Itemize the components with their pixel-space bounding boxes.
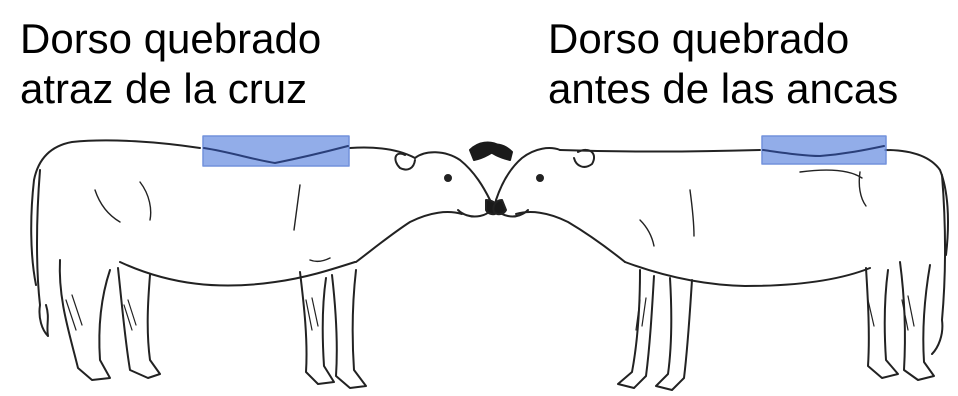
caption-left-line2: atraz de la cruz [20,65,308,112]
left-cow-rear-leg-inner [117,267,161,379]
left-cow-ear [394,152,416,171]
caption-right: Dorso quebrado antes de las ancas [548,14,898,114]
left-cow-front-leg-rear [299,271,335,385]
left-cow [30,139,501,389]
left-cow-rear-leg-outer [58,259,111,381]
right-cow [485,143,949,391]
right-cow-shading-flank [799,169,867,207]
right-highlight [761,135,887,165]
left-cow-back-line [30,139,201,286]
left-cow-belly [119,261,356,287]
right-cow-shading-shoulder [639,189,695,247]
right-cow-nose [492,199,507,216]
caption-left: Dorso quebrado atraz de la cruz [20,14,321,114]
left-cow-dewlap [355,211,463,263]
right-cow-head [494,147,561,218]
caption-left-line1: Dorso quebrado [20,15,322,62]
right-cow-dewlap [515,211,626,263]
caption-right-line2: antes de las ancas [548,65,899,112]
right-cow-eye [536,174,544,182]
right-cow-front-leg-rear [655,277,693,391]
left-cow-shading-shoulder [293,184,331,263]
left-cow-front-leg-front [331,269,367,389]
left-highlight-dip-line [203,145,349,164]
left-cow-tail [36,169,49,337]
right-cow-rear-leg-outer [899,261,935,381]
left-cow-shading-legs [65,294,319,331]
left-cow-neck-top [349,146,416,159]
right-cow-tail [931,174,946,355]
right-highlight-dip-line [762,145,885,157]
right-cow-belly [624,261,871,287]
right-cow-shading-legs [635,295,915,331]
left-cow-shading-hip [94,181,152,223]
caption-right-line1: Dorso quebrado [548,15,850,62]
right-cow-rear-leg-inner [865,267,899,379]
right-cow-ear [573,148,596,168]
right-cow-horn [485,143,513,161]
left-cow-head [414,151,493,218]
left-cow-eye [444,174,452,182]
left-highlight [202,135,350,167]
right-cow-back-line-rear [884,149,949,256]
